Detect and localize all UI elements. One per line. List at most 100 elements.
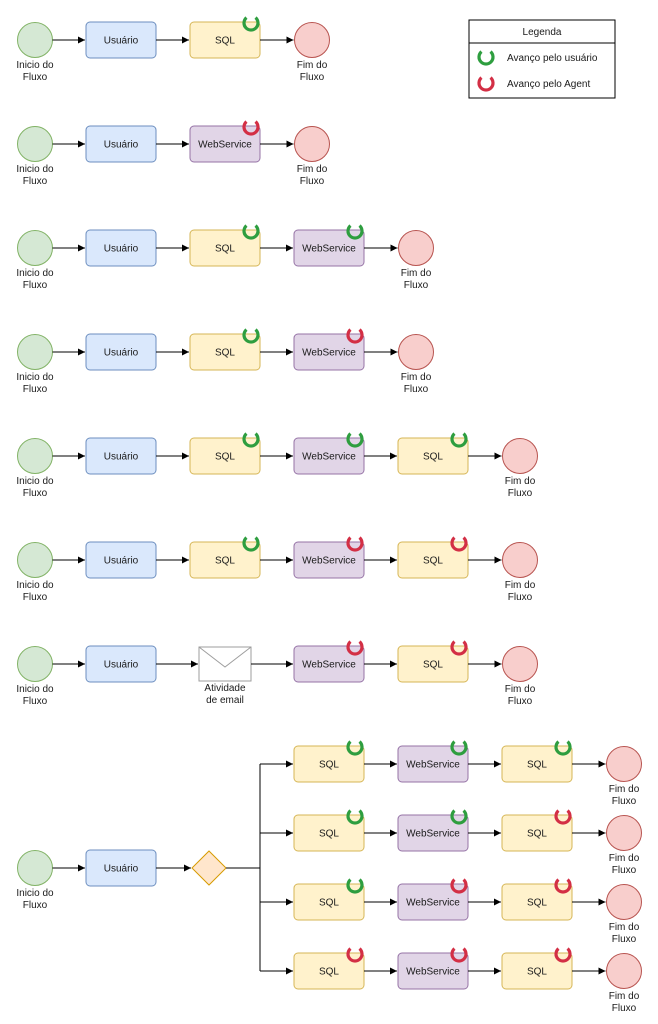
sql-task: SQL [397, 432, 469, 475]
user-advance-icon [346, 809, 364, 825]
webservice-task: WebService [293, 224, 365, 267]
user-label: Usuário [104, 348, 139, 359]
gateway-diamond [191, 850, 227, 886]
sql-label: SQL [215, 244, 235, 255]
legend-user-advance-icon [477, 50, 495, 66]
user-advance-icon [477, 50, 495, 66]
user-task: Usuário [85, 437, 157, 475]
user-advance-icon [242, 16, 260, 32]
sql-task: SQL [189, 224, 261, 267]
sql-label: SQL [423, 556, 443, 567]
user-advance-icon [346, 740, 364, 756]
ws-label: WebService [406, 898, 460, 909]
ws-label: WebService [302, 556, 356, 567]
user-advance-icon [242, 536, 260, 552]
user-label: Usuário [104, 660, 139, 671]
sql-task: SQL [501, 878, 573, 921]
webservice-task: WebService [293, 328, 365, 371]
sql-task: SQL [189, 536, 261, 579]
agent-advance-icon [450, 640, 468, 656]
sql-label: SQL [215, 556, 235, 567]
start-circle [17, 646, 53, 682]
sql-task: SQL [293, 947, 365, 990]
start-circle [17, 230, 53, 266]
start-circle [17, 438, 53, 474]
sql-label: SQL [527, 898, 547, 909]
sql-task: SQL [189, 328, 261, 371]
ws-label: WebService [302, 660, 356, 671]
user-task: Usuário [85, 849, 157, 887]
end-circle [606, 746, 642, 782]
user-advance-icon [554, 740, 572, 756]
webservice-task: WebService [397, 809, 469, 852]
user-advance-icon [450, 432, 468, 448]
ws-label: WebService [302, 244, 356, 255]
agent-advance-icon [554, 878, 572, 894]
agent-advance-icon [450, 536, 468, 552]
ws-label: WebService [406, 760, 460, 771]
end-circle [606, 953, 642, 989]
ws-label: WebService [406, 967, 460, 978]
ws-label: WebService [302, 348, 356, 359]
agent-advance-icon [554, 809, 572, 825]
user-label: Usuário [104, 556, 139, 567]
end-circle [606, 884, 642, 920]
sql-task: SQL [501, 740, 573, 783]
webservice-task: WebService [397, 947, 469, 990]
sql-label: SQL [319, 829, 339, 840]
sql-label: SQL [215, 348, 235, 359]
sql-label: SQL [215, 452, 235, 463]
webservice-task: WebService [397, 740, 469, 783]
sql-label: SQL [527, 829, 547, 840]
envelope-icon [198, 646, 252, 682]
end-circle [294, 126, 330, 162]
ws-label: WebService [198, 140, 252, 151]
user-task: Usuário [85, 21, 157, 59]
sql-task: SQL [189, 16, 261, 59]
legend: Legenda Avanço pelo usuário Avanço pelo … [468, 19, 616, 99]
webservice-task: WebService [293, 640, 365, 683]
webservice-task: WebService [293, 536, 365, 579]
agent-advance-icon [554, 947, 572, 963]
start-circle [17, 22, 53, 58]
legend-title: Legenda [523, 27, 562, 38]
user-label: Usuário [104, 864, 139, 875]
legend-agent-advance-icon [477, 76, 495, 92]
start-circle [17, 334, 53, 370]
start-circle [17, 850, 53, 886]
user-label: Usuário [104, 244, 139, 255]
end-circle [502, 542, 538, 578]
sql-task: SQL [501, 809, 573, 852]
sql-label: SQL [215, 36, 235, 47]
user-label: Usuário [104, 452, 139, 463]
sql-task: SQL [397, 536, 469, 579]
